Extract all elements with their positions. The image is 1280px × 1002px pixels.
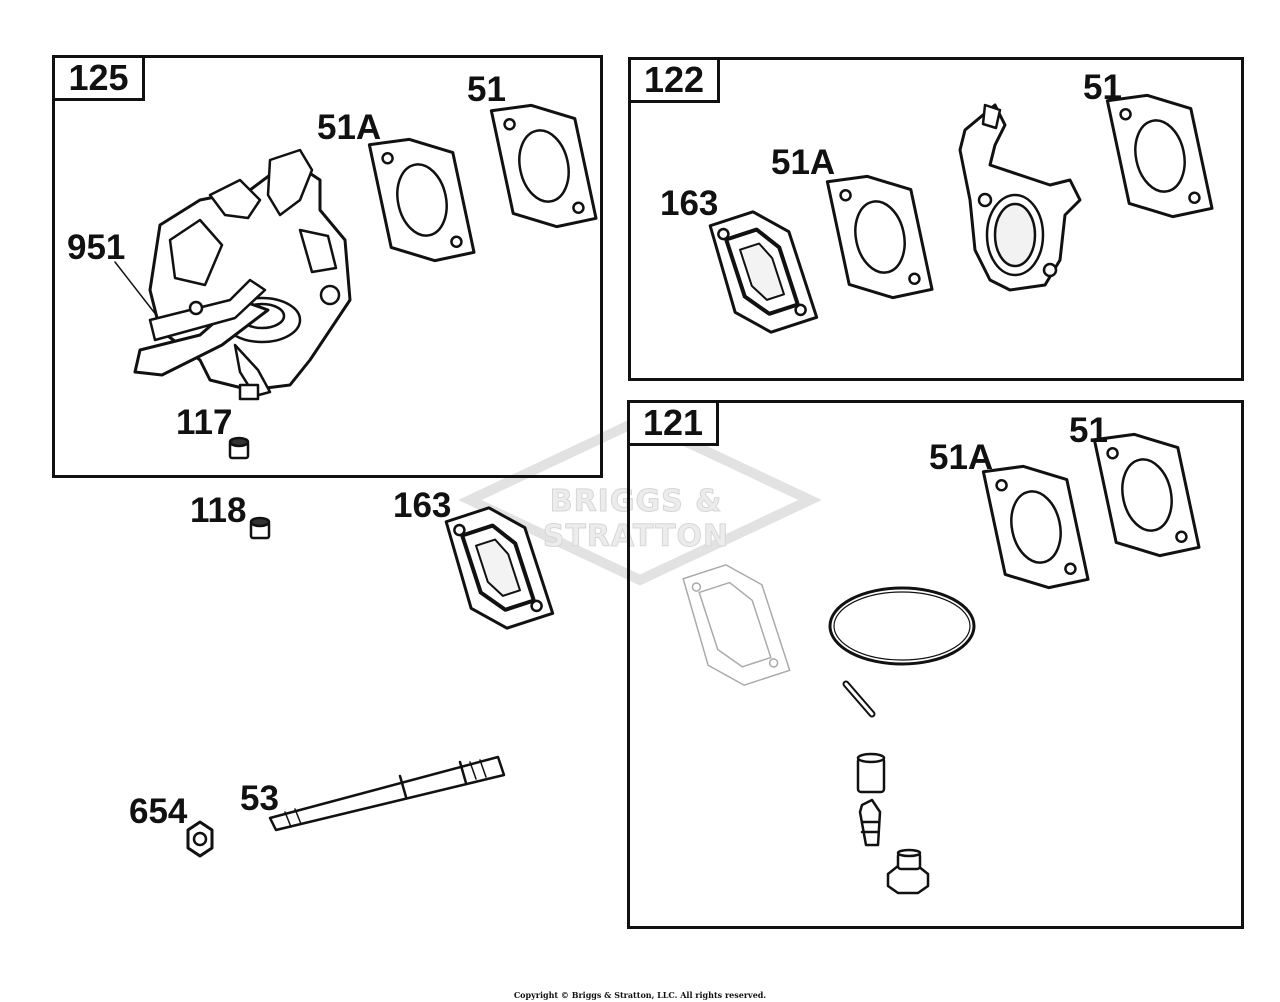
watermark-text: BRIGGS & STRATTON [542, 484, 730, 555]
intake-adapter-part [958, 103, 1082, 292]
spacer-163-122-part [708, 210, 819, 334]
ghost-spacer-part [682, 564, 791, 686]
gasket-51-122-part [1105, 93, 1214, 219]
o-ring-part [828, 586, 976, 666]
callout-125-51: 51 [467, 70, 506, 109]
callout-125-951: 951 [67, 228, 126, 267]
seat-part [856, 752, 886, 794]
callout-122-51a: 51A [771, 143, 836, 182]
gasket-51a-121-part [981, 464, 1090, 590]
gasket-51-part [489, 103, 598, 229]
panel-121-tag: 121 [627, 400, 719, 446]
gasket-51-121-part [1092, 432, 1201, 558]
panel-125: 125 [52, 55, 603, 478]
cap-117-part [228, 436, 250, 460]
callout-122-51: 51 [1083, 68, 1122, 107]
callout-163: 163 [393, 486, 452, 525]
callout-125-51a: 51A [317, 108, 382, 147]
nut-654-part [186, 820, 214, 858]
callout-654: 654 [129, 792, 188, 831]
gasket-51a-122-part [825, 174, 934, 300]
cap-118-part [249, 516, 271, 540]
panel-121: 121 [627, 400, 1244, 929]
callout-121-51a: 51A [929, 438, 994, 477]
callout-122-163: 163 [660, 184, 719, 223]
copyright-notice: Copyright © Briggs & Stratton, LLC. All … [513, 990, 767, 1000]
carburetor-951-part [133, 148, 352, 401]
pin-part [842, 680, 876, 718]
callout-121-51: 51 [1069, 411, 1108, 450]
spacer-163-part [444, 506, 555, 630]
panel-122-tag: 122 [628, 57, 720, 103]
callout-118: 118 [190, 491, 247, 530]
plug-part [886, 848, 930, 895]
gasket-51a-part [367, 137, 476, 263]
stud-53-part [268, 755, 506, 832]
callout-125-117: 117 [176, 403, 233, 442]
callout-53: 53 [240, 779, 279, 818]
panel-125-tag: 125 [52, 55, 145, 101]
needle-part [858, 798, 882, 847]
panel-122: 122 [628, 57, 1244, 381]
